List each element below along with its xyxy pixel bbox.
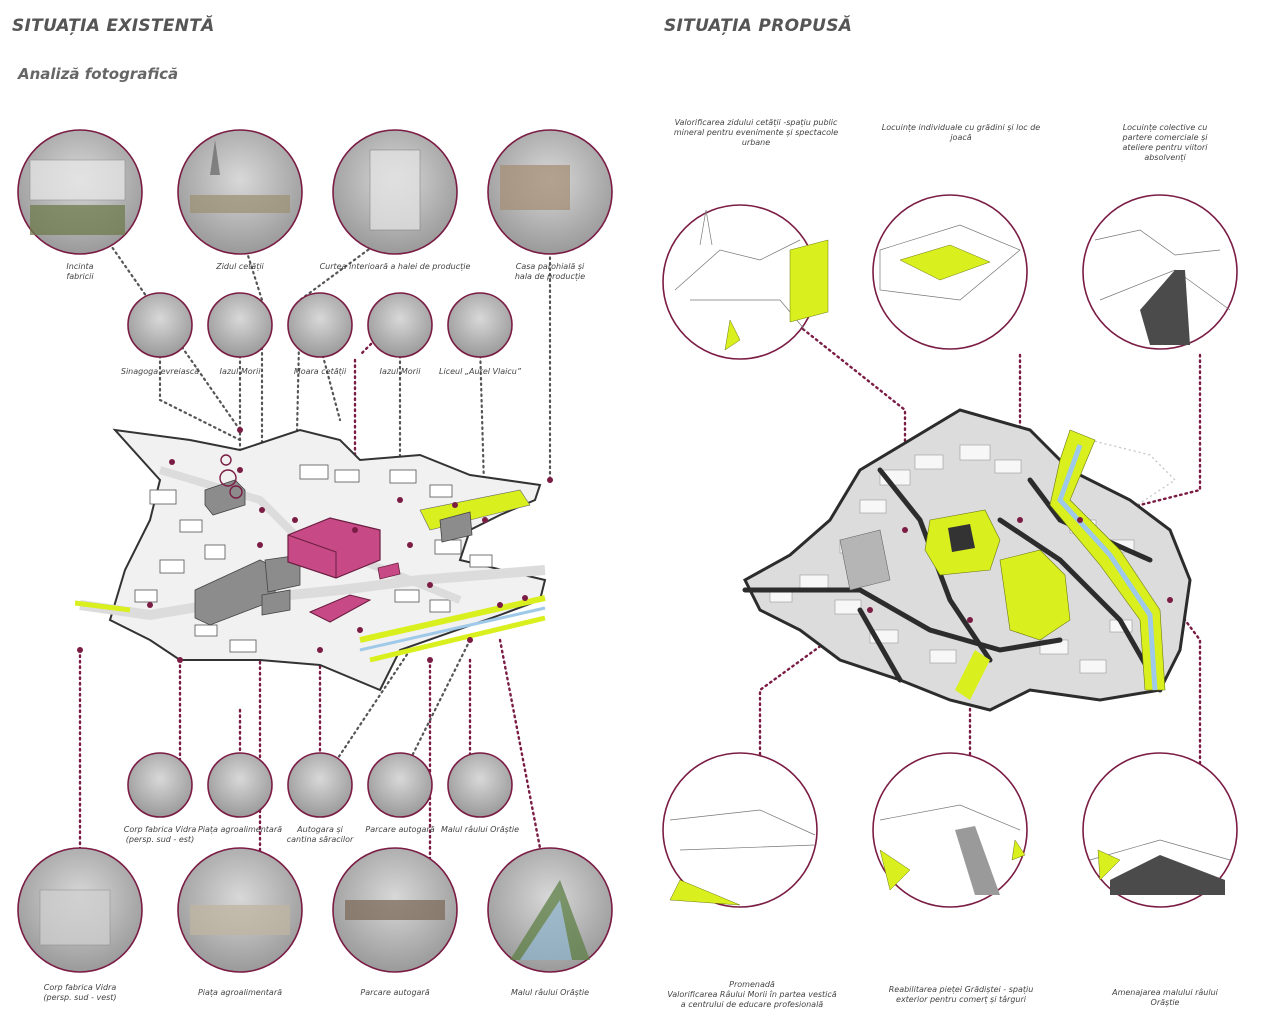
caption-factory-grounds: Incinta fabricii [66,262,94,281]
caption-synagogue: Sinagoga evreiască [120,367,200,376]
proposed-master-plan [742,408,1192,712]
proposed-sketch-circles [662,194,1238,908]
caption-vidra-southeast: Corp fabrica Vidra (persp. sud - est) [123,825,197,844]
caption-mill-pond-2: Iazul Morii [379,367,421,376]
caption-fortress-mill: Moara cetății [293,367,347,376]
caption-riverbank-2: Malul râului Orăștie [510,988,590,997]
caption-mill-pond-1: Iazul Morii [219,367,261,376]
proposed-situation-title: SITUAȚIA PROPUSĂ [664,16,853,36]
caption-vidra-southwest: Corp fabrica Vidra (persp. sud - vest) [43,983,117,1002]
caption-individual-housing: Locuințe individuale cu grădini și loc d… [881,123,1041,142]
caption-fortress-wall: Zidul cetății [216,262,264,271]
photo-analysis-subtitle: Analiză fotografică [18,65,179,83]
caption-high-school: Liceul „Aurel Vlaicu” [439,367,521,376]
caption-food-market-2: Piața agroalimentară [197,988,283,997]
caption-production-hall-courtyard: Curtea interioară a halei de producție [319,262,471,271]
photo-content-hints [29,140,590,960]
existing-site-axonometric [74,427,553,692]
caption-riverbank-improvement: Amenajarea malului râului Orăștie [1112,988,1218,1007]
caption-collective-housing: Locuințe colective cu partere comerciale… [1122,123,1208,162]
caption-riverbank-1: Malul râului Orăștie [440,825,520,834]
caption-parish-house: Casa parohială și hala de producție [514,262,586,281]
existing-accent-leader-lines [78,338,552,902]
caption-bus-parking-2: Parcare autogară [360,988,430,997]
caption-fortress-wall-public-space: Valorificarea zidului cetății -spațiu pu… [673,118,839,147]
caption-bus-station: Autogara și cantina săracilor [286,825,354,844]
caption-market-rehabilitation: Reabilitarea pieței Grădiștei - spațiu e… [888,985,1034,1004]
existing-situation-title: SITUAȚIA EXISTENTĂ [12,16,215,36]
caption-promenade: Promenadă Valorificarea Râului Morii în … [667,980,837,1009]
caption-food-market-1: Piața agroalimentară [197,825,283,834]
caption-bus-parking-1: Parcare autogară [365,825,435,834]
